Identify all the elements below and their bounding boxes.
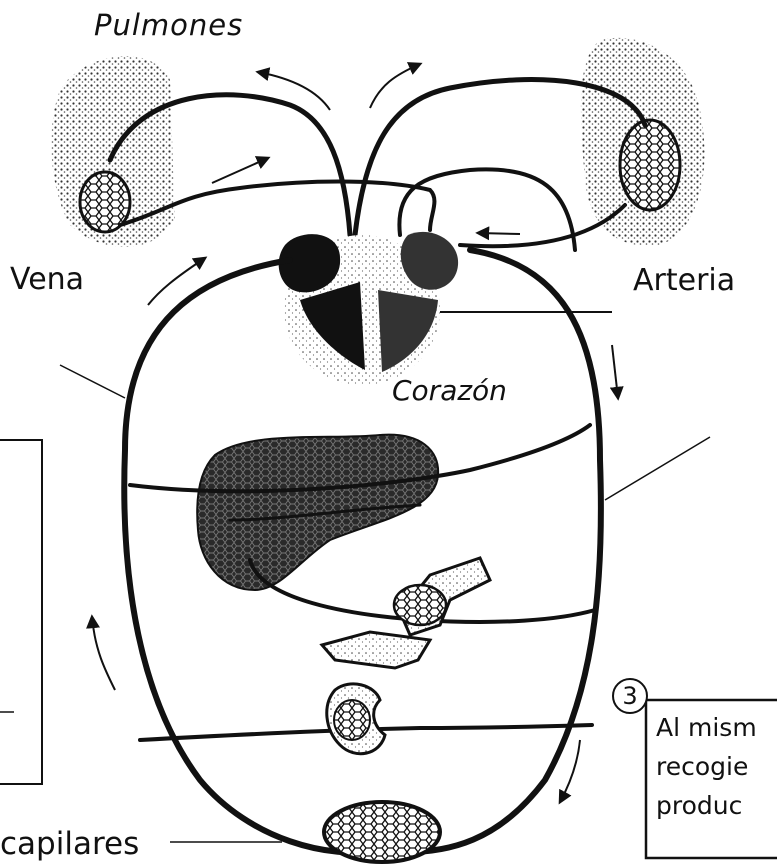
- step-text-line: produc: [656, 791, 742, 820]
- step-text-line: Al mism: [656, 713, 757, 742]
- heart-label: Corazón: [392, 374, 507, 407]
- capillaries-label: capilares: [0, 826, 139, 862]
- right-lung-capillaries: [620, 120, 680, 210]
- lungs-label: Pulmones: [94, 8, 243, 42]
- intestine-lower: [322, 632, 430, 668]
- step-text-line: recogie: [656, 752, 748, 781]
- step-number-badge: 3: [612, 678, 648, 714]
- capillary-bed: [324, 802, 440, 862]
- vein-label: Vena: [10, 262, 84, 297]
- artery-label: Arteria: [633, 263, 735, 298]
- liver: [197, 435, 438, 590]
